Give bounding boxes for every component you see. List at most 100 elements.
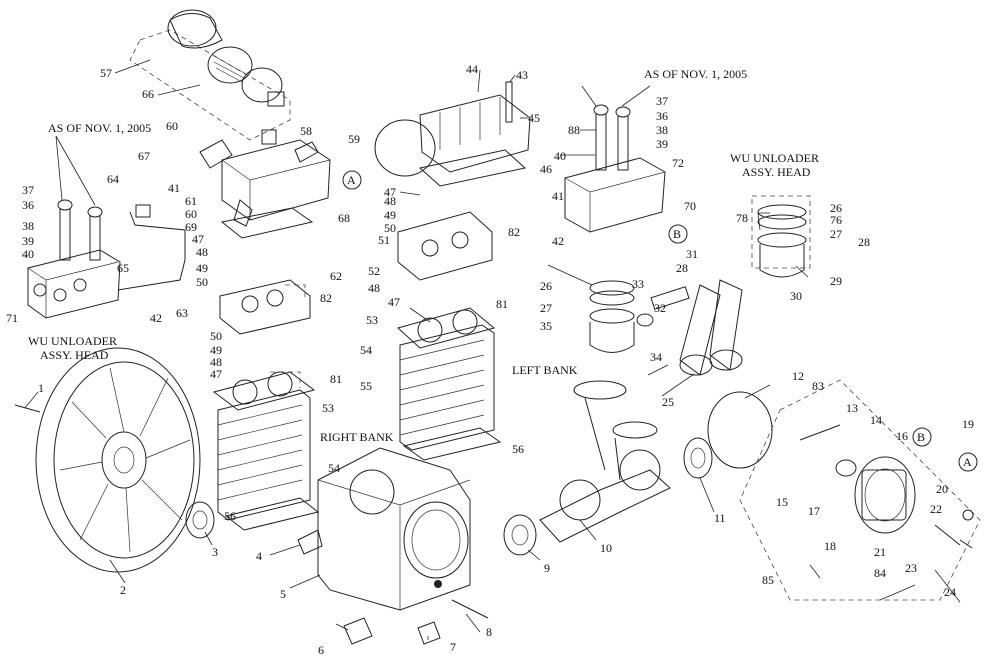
- part-label: 18: [824, 539, 836, 553]
- part-label: 67: [138, 149, 150, 163]
- part-label: 45: [528, 111, 540, 125]
- part-label: 76: [830, 213, 842, 227]
- part-label: 48: [196, 245, 208, 259]
- part-label: 10: [600, 541, 612, 555]
- part-label: 30: [790, 289, 802, 303]
- part-label: 72: [672, 156, 684, 170]
- left-bank-head: [374, 81, 531, 349]
- part-label: 84: [874, 566, 886, 580]
- part-label: 78: [736, 211, 748, 225]
- part-label: 70: [684, 199, 696, 213]
- part-label: 47: [384, 185, 396, 199]
- left-bank-cylinder: [399, 324, 502, 461]
- ref-b-motor: B: [917, 430, 925, 444]
- part-label: 41: [552, 189, 564, 203]
- part-label: 14: [870, 413, 882, 427]
- part-label: 28: [676, 261, 688, 275]
- note-left-bank: LEFT BANK: [512, 363, 578, 377]
- part-label: 48: [368, 281, 380, 295]
- part-label: 42: [150, 311, 162, 325]
- part-label: 39: [656, 137, 668, 151]
- part-label: 57: [100, 66, 112, 80]
- part-label: 47: [192, 232, 204, 246]
- part-label: 64: [107, 172, 119, 186]
- part-label: 1: [38, 381, 44, 395]
- connecting-rods: [636, 279, 743, 376]
- part-label: 50: [210, 329, 222, 343]
- part-label: 39: [22, 234, 34, 248]
- part-label: 37: [656, 94, 668, 108]
- part-label: 71: [6, 311, 18, 325]
- part-label: 50: [384, 221, 396, 235]
- part-label: 11: [714, 511, 726, 525]
- part-label: 35: [540, 319, 552, 333]
- part-label: 53: [366, 313, 378, 327]
- part-label: 27: [830, 227, 842, 241]
- part-label: 19: [962, 417, 974, 431]
- crankshaft: [539, 380, 671, 543]
- part-label: 49: [210, 343, 222, 357]
- part-label: 17: [808, 504, 820, 518]
- part-label: 60: [166, 119, 178, 133]
- part-label: 66: [142, 87, 154, 101]
- part-label: 23: [905, 561, 917, 575]
- part-label: 48: [210, 355, 222, 369]
- part-label: 81: [496, 297, 508, 311]
- part-label: 34: [650, 350, 662, 364]
- right-unloader-head: [564, 104, 666, 233]
- part-label: 4: [256, 549, 262, 563]
- part-label: 46: [540, 162, 552, 176]
- part-label: 55: [360, 379, 372, 393]
- part-label: 26: [540, 279, 552, 293]
- crankcase: [317, 447, 471, 611]
- bearings: [185, 437, 713, 556]
- part-label: 88: [568, 123, 580, 137]
- part-label: 22: [930, 502, 942, 516]
- left-unloader-head: [27, 199, 186, 319]
- part-label: 42: [552, 234, 564, 248]
- part-label: 36: [656, 109, 668, 123]
- part-label: 69: [185, 220, 197, 234]
- part-label: 48: [384, 194, 396, 208]
- part-label: 21: [874, 545, 886, 559]
- part-label: 2: [120, 583, 126, 597]
- part-label: 83: [812, 379, 824, 393]
- note-wu-right-2: ASSY. HEAD: [742, 165, 811, 179]
- part-label: 38: [22, 219, 34, 233]
- note-wu-right-1: WU UNLOADER: [730, 151, 819, 165]
- part-label: 41: [168, 181, 180, 195]
- part-label: 44: [466, 62, 478, 76]
- part-label: 3: [212, 545, 218, 559]
- part-label: 29: [830, 274, 842, 288]
- air-filter-assembly: [129, 9, 291, 141]
- part-label: 60: [185, 207, 197, 221]
- part-label: 59: [348, 132, 360, 146]
- part-label: 53: [322, 401, 334, 415]
- part-label: 31: [686, 247, 698, 261]
- part-label: 82: [508, 225, 520, 239]
- ref-b-head: B: [673, 227, 681, 241]
- part-label: 49: [384, 208, 396, 222]
- part-label: 40: [554, 149, 566, 163]
- ref-a-top: A: [347, 173, 356, 187]
- notes: AS OF NOV. 1, 2005 AS OF NOV. 1, 2005 WU…: [28, 67, 819, 444]
- part-label: 5: [280, 587, 286, 601]
- part-label: 61: [185, 194, 197, 208]
- part-label: 81: [330, 372, 342, 386]
- part-label: 8: [486, 625, 492, 639]
- part-label: 43: [516, 68, 528, 82]
- ref-circle-b-head: [668, 224, 688, 244]
- part-label: 40: [22, 247, 34, 261]
- part-label: 27: [540, 301, 552, 315]
- part-label: 36: [22, 198, 34, 212]
- part-label: 28: [858, 235, 870, 249]
- part-label: 9: [544, 561, 550, 575]
- end-cover: [707, 379, 981, 601]
- note-right-bank: RIGHT BANK: [320, 430, 394, 444]
- part-label: 62: [330, 269, 342, 283]
- part-label: 63: [176, 306, 188, 320]
- part-label: 56: [224, 509, 236, 523]
- part-label: 54: [360, 343, 372, 357]
- part-label: 37: [22, 183, 34, 197]
